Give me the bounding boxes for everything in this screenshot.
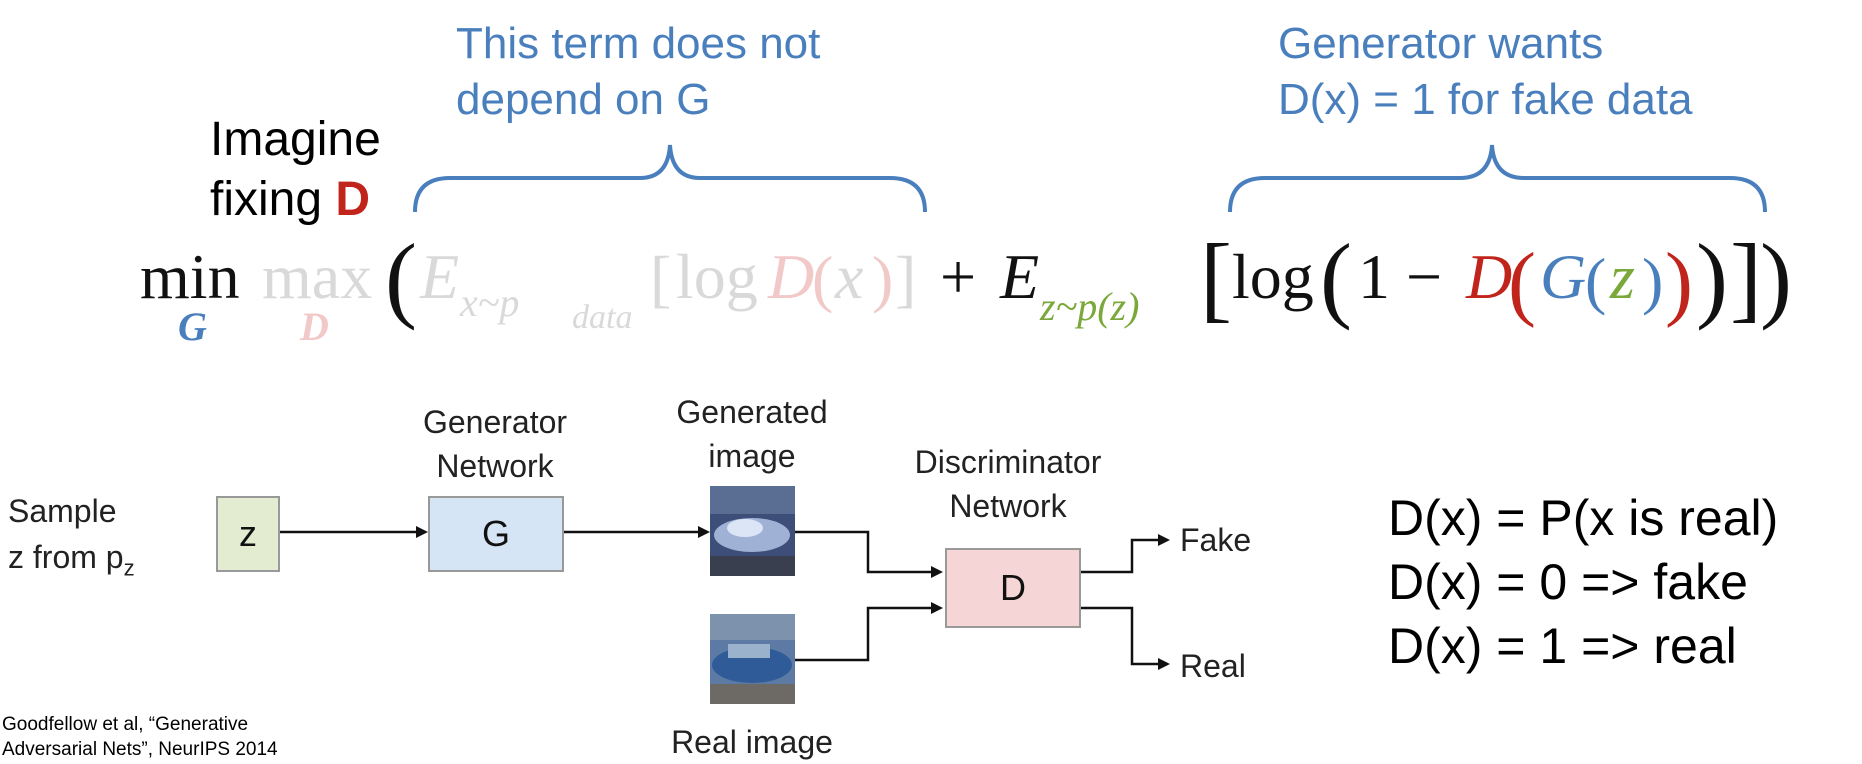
eq-term1-subsub: data xyxy=(572,299,632,336)
imagine-d: D xyxy=(335,173,371,226)
z-box-label: z xyxy=(239,513,257,554)
d-box: D xyxy=(945,548,1081,628)
imagine-line1: Imagine xyxy=(210,113,381,166)
eq-term1-sub: x~p xyxy=(459,280,519,325)
eq-term2-bracket-open: [ xyxy=(1200,224,1232,331)
note-right-line1: Generator wants xyxy=(1278,19,1604,68)
eq-open-paren: ( xyxy=(385,224,417,331)
discriminator-line2: Network xyxy=(949,488,1067,524)
eq-term2-sub: z~p(z) xyxy=(1039,284,1139,329)
eq-term2-paren-open: ( xyxy=(1320,224,1352,331)
arrowhead-gen-d xyxy=(931,566,943,578)
eq-term2-d-paren-open: ( xyxy=(1508,236,1536,329)
g-box: G xyxy=(428,496,564,572)
eq-term2-bracket-close: ] xyxy=(1730,224,1762,331)
note-left-line2: depend on G xyxy=(456,75,711,124)
arrow-d-to-fake xyxy=(1080,538,1160,574)
generator-label: Generator Network xyxy=(380,400,610,488)
eq-min: min xyxy=(140,241,240,312)
imagine-fixing: fixing xyxy=(210,173,336,226)
arrowhead-g-gen xyxy=(698,526,710,538)
sample-line2: z from pz xyxy=(8,534,135,591)
definitions: D(x) = P(x is real) D(x) = 0 => fake D(x… xyxy=(1388,486,1778,678)
generated-label: Generated image xyxy=(640,390,864,478)
arrowhead-real-d xyxy=(931,602,943,614)
eq-max: max xyxy=(262,241,372,312)
eq-term1-log: log xyxy=(676,241,758,312)
brace-right xyxy=(1228,144,1767,213)
eq-g: G xyxy=(1540,241,1586,312)
eq-term1-d: D xyxy=(767,241,814,312)
definition-1: D(x) = P(x is real) xyxy=(1388,490,1779,546)
discriminator-line1: Discriminator xyxy=(914,444,1102,480)
arrowhead-z-g xyxy=(416,526,428,538)
generated-image xyxy=(710,486,795,576)
fake-label: Fake xyxy=(1180,522,1252,558)
z-box: z xyxy=(216,496,280,572)
arrow-real-to-d xyxy=(795,606,935,662)
eq-term1-x: x xyxy=(834,241,863,312)
g-box-label: G xyxy=(481,513,510,554)
discriminator-label: Discriminator Network xyxy=(878,440,1138,528)
generated-line1: Generated xyxy=(676,394,828,430)
arrow-generated-to-d xyxy=(795,530,935,574)
eq-min-sub: G xyxy=(178,304,207,349)
eq-term2-log: log xyxy=(1232,241,1314,312)
definition-2: D(x) = 0 => fake xyxy=(1388,554,1748,610)
real-image xyxy=(710,614,795,704)
eq-term2-e: E xyxy=(999,241,1039,312)
eq-plus: + xyxy=(940,241,976,312)
brace-left xyxy=(413,144,927,213)
sample-sub: z xyxy=(123,555,135,581)
eq-term2-d-paren-close: ) xyxy=(1665,236,1693,329)
eq-max-sub: D xyxy=(299,304,329,349)
eq-one-minus: 1 − xyxy=(1358,241,1442,312)
arrowhead-real xyxy=(1158,658,1170,670)
sample-line2-text: z from p xyxy=(8,539,124,575)
note-right: Generator wants D(x) = 1 for fake data xyxy=(1278,16,1693,128)
sample-line1: Sample xyxy=(8,493,117,529)
real-label: Real xyxy=(1180,648,1246,684)
imagine-line2: fixing D xyxy=(210,170,381,230)
eq-term1-paren-close: ) xyxy=(872,243,893,314)
citation-line1: Goodfellow et al, “Generative xyxy=(2,714,249,735)
note-left: This term does not depend on G xyxy=(456,16,820,128)
eq-term1-paren-open: ( xyxy=(812,243,833,314)
generated-line2: image xyxy=(708,438,796,474)
eq-term2-paren-close: ) xyxy=(1696,224,1728,331)
definition-3: D(x) = 1 => real xyxy=(1388,618,1737,674)
eq-term1-bracket-close: ] xyxy=(895,243,916,314)
eq-term1-e: E xyxy=(419,241,459,312)
generator-line2: Network xyxy=(436,448,554,484)
eq-term2-d: D xyxy=(1465,241,1512,312)
generator-line1: Generator xyxy=(422,404,568,440)
eq-g-paren-close: ) xyxy=(1642,245,1663,316)
eq-z: z xyxy=(1609,241,1635,312)
citation: Goodfellow et al, “Generative Adversaria… xyxy=(2,712,278,762)
note-left-line1: This term does not xyxy=(456,19,821,68)
note-right-line2: D(x) = 1 for fake data xyxy=(1278,75,1693,124)
eq-g-paren-open: ( xyxy=(1585,245,1606,316)
real-image-label: Real image xyxy=(671,724,833,760)
eq-close-paren: ) xyxy=(1760,224,1792,331)
minimax-equation: min G max D ( E x~p data [ log D ( x ) ]… xyxy=(140,224,1792,349)
citation-line2: Adversarial Nets”, NeurIPS 2014 xyxy=(2,739,278,760)
d-box-label: D xyxy=(1000,567,1026,608)
imagine-caption: Imagine fixing D xyxy=(210,110,381,230)
eq-term1-bracket-open: [ xyxy=(650,243,671,314)
arrow-d-to-real xyxy=(1080,606,1160,666)
arrowhead-fake xyxy=(1158,534,1170,546)
sample-label: Sample z from pz xyxy=(8,488,135,591)
